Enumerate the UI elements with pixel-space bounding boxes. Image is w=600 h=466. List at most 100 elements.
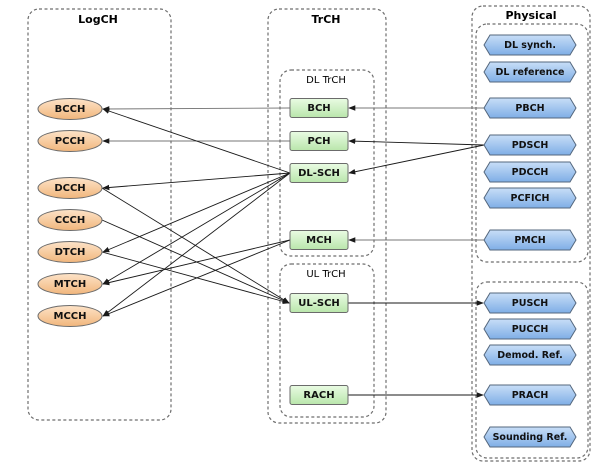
logical-channel-shape: [37, 305, 103, 327]
mapping-pdsch-to-dl-sch: [348, 144, 485, 175]
mapping-dtch-to-ul-sch: [101, 251, 290, 305]
physical-channel-shape: [483, 292, 577, 314]
mapping-ccch-to-ul-sch: [101, 219, 290, 304]
logch-group-box: [27, 8, 172, 421]
logical-channel-ccch: CCCH: [37, 209, 103, 231]
physical-channel-label: DL synch.: [504, 40, 556, 51]
physical-channel-label: PDCCH: [512, 167, 549, 178]
physical-channel-shape: [483, 426, 577, 448]
mapping-dl-sch-to-bcch: [102, 108, 291, 174]
transport-channel-pch: PCH: [289, 131, 349, 151]
transport-channel-shape: [289, 163, 349, 183]
physical-channel-label: Sounding Ref.: [493, 432, 568, 443]
logical-channel-pcch: PCCH: [37, 130, 103, 152]
transport-channel-label: MCH: [306, 235, 332, 246]
logical-channel-dcch: DCCH: [37, 177, 103, 199]
logical-channel-label: DTCH: [55, 247, 86, 258]
logical-channel-label: DCCH: [54, 183, 85, 194]
ul-trch-header: UL TrCH: [306, 269, 345, 280]
physical-channel-shape: [483, 161, 577, 183]
ul-trch-group-box: [279, 263, 375, 418]
logical-channel-bcch: BCCH: [37, 98, 103, 120]
physical-channel-pbch: PBCH: [483, 97, 577, 119]
physical-channel-pdcch: PDCCH: [483, 161, 577, 183]
physical-channel-label: PMCH: [514, 235, 545, 246]
physical-ul-group-box: [475, 281, 589, 459]
mapping-pdsch-to-pch: [348, 138, 485, 146]
mapping-dl-sch-to-dcch: [102, 172, 291, 191]
mapping-bch-to-bcch: [102, 106, 291, 112]
physical-channel-label: Demod. Ref.: [497, 350, 562, 361]
transport-channel-shape: [289, 131, 349, 151]
mapping-dcch-to-ul-sch: [101, 187, 290, 304]
logical-channel-shape: [37, 241, 103, 263]
logical-channel-label: PCCH: [55, 136, 85, 147]
physical-channel-label: PDSCH: [512, 140, 549, 151]
transport-channel-label: BCH: [307, 103, 330, 114]
logical-channel-label: MTCH: [54, 279, 86, 290]
transport-channel-bch: BCH: [289, 98, 349, 118]
physical-channel-shape: [483, 34, 577, 56]
transport-channel-label: PCH: [307, 136, 330, 147]
mapping-dl-sch-to-mtch: [102, 172, 291, 285]
physical-group-box: [471, 5, 591, 462]
logical-channel-mtch: MTCH: [37, 273, 103, 295]
physical-channel-pcfich: PCFICH: [483, 187, 577, 209]
physical-channel-label: PUCCH: [512, 324, 549, 335]
logical-channel-shape: [37, 98, 103, 120]
transport-channel-label: RACH: [303, 390, 334, 401]
logical-channel-label: MCCH: [54, 311, 87, 322]
trch-header: TrCH: [312, 13, 341, 26]
physical-channel-shape: [483, 134, 577, 156]
physical-channel-shape: [483, 187, 577, 209]
physical-channel-pucch: PUCCH: [483, 318, 577, 340]
physical-channel-shape: [483, 344, 577, 366]
logical-channel-mcch: MCCH: [37, 305, 103, 327]
transport-channel-mch: MCH: [289, 230, 349, 250]
connection-lines: [101, 105, 485, 398]
physical-channel-dl-reference: DL reference: [483, 61, 577, 83]
transport-channel-label: DL-SCH: [298, 168, 340, 179]
physical-channel-label: DL reference: [496, 67, 565, 78]
trch-group-box: [267, 8, 387, 424]
channel-nodes: BCCH PCCH DCCH CCCH DTCH MTCH MCCH BCH PCH DL-SCH…: [37, 34, 577, 448]
physical-channel-demod-ref: Demod. Ref.: [483, 344, 577, 366]
physical-channel-label: PUSCH: [512, 298, 548, 309]
transport-channel-rach: RACH: [289, 385, 349, 405]
logical-channel-shape: [37, 273, 103, 295]
physical-channel-shape: [483, 61, 577, 83]
dl-trch-header: DL TrCH: [306, 75, 346, 86]
physical-header: Physical: [505, 9, 556, 22]
physical-channel-pdsch: PDSCH: [483, 134, 577, 156]
transport-channel-dl-sch: DL-SCH: [289, 163, 349, 183]
physical-channel-shape: [483, 229, 577, 251]
physical-channel-pusch: PUSCH: [483, 292, 577, 314]
physical-dl-group-box: [475, 23, 589, 263]
transport-channel-shape: [289, 98, 349, 118]
physical-channel-prach: PRACH: [483, 384, 577, 406]
physical-channel-shape: [483, 97, 577, 119]
physical-channel-label: PCFICH: [511, 193, 550, 204]
transport-channel-shape: [289, 293, 349, 313]
dl-trch-group-box: [279, 69, 375, 257]
transport-channel-label: UL-SCH: [298, 298, 340, 309]
logical-channel-shape: [37, 209, 103, 231]
physical-channel-dl-synch: DL synch.: [483, 34, 577, 56]
transport-channel-ul-sch: UL-SCH: [289, 293, 349, 313]
physical-channel-shape: [483, 384, 577, 406]
physical-channel-pmch: PMCH: [483, 229, 577, 251]
transport-channel-shape: [289, 385, 349, 405]
physical-channel-label: PBCH: [515, 103, 544, 114]
mapping-dl-sch-to-dtch: [102, 172, 291, 253]
physical-channel-sounding-ref: Sounding Ref.: [483, 426, 577, 448]
physical-channel-shape: [483, 318, 577, 340]
logical-channel-shape: [37, 177, 103, 199]
logical-channel-dtch: DTCH: [37, 241, 103, 263]
logical-channel-label: CCCH: [55, 215, 85, 226]
logch-header: LogCH: [78, 13, 118, 26]
logical-channel-label: BCCH: [55, 104, 86, 115]
logical-channel-shape: [37, 130, 103, 152]
transport-channel-shape: [289, 230, 349, 250]
mapping-dl-sch-to-mcch: [102, 172, 291, 317]
